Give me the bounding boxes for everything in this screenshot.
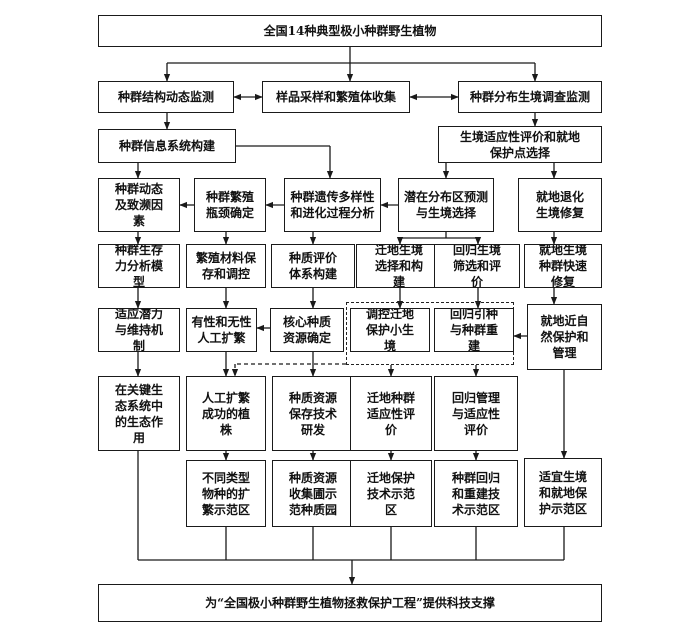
box-info-system: 种群信息系统构建 <box>98 129 236 163</box>
box-label: 有性和无性人工扩繁 <box>191 315 252 345</box>
box-label: 种群动态及致濒因素 <box>114 182 163 228</box>
box-migration-evaluation: 迁地种群适应性评价 <box>350 376 432 451</box>
box-label: 种群结构动态监测 <box>117 90 214 104</box>
box-label: 种群遗传多样性和进化过程分析 <box>290 190 375 220</box>
box-reintroduction: 回归引种与种群重建 <box>434 308 514 352</box>
box-adaptation: 适应潜力与维持机制 <box>98 308 180 352</box>
box-label: 就地近自然保护和管理 <box>540 314 589 360</box>
box-bottleneck: 种群繁殖瓶颈确定 <box>194 178 266 232</box>
box-artificial-propagation: 有性和无性人工扩繁 <box>186 308 257 352</box>
box-habitat-restoration: 就地生境种群快速修复 <box>524 244 602 288</box>
box-degraded-habitat: 就地退化生境修复 <box>518 178 602 232</box>
box-label: 迁地种群适应性评价 <box>366 390 415 437</box>
box-label: 在关键生态系统中的生态作用 <box>114 382 163 445</box>
box-successful-plants: 人工扩繁成功的植株 <box>186 376 266 451</box>
top-box: 全国14种典型极小种群野生植物 <box>98 15 602 47</box>
box-demo-migration: 迁地保护技术示范区 <box>350 460 432 527</box>
box-label: 潜在分布区预测与生境选择 <box>403 190 488 220</box>
box-label: 回归引种与种群重建 <box>449 308 498 352</box>
box-return-site: 回归生境筛选和评价 <box>434 244 520 288</box>
box-label: 就地生境种群快速修复 <box>538 244 587 288</box>
box-structure-monitoring: 种群结构动态监测 <box>98 81 234 113</box>
box-label: 迁地生境选择和构建 <box>374 244 423 288</box>
box-demo-propagation: 不同类型物种的扩繁示范区 <box>186 460 266 527</box>
box-propagation-storage: 繁殖材料保存和调控 <box>186 244 266 288</box>
box-label: 种群分布生境调查监测 <box>469 90 590 104</box>
box-near-natural: 就地近自然保护和管理 <box>527 304 602 370</box>
box-survival-model: 种群生存力分析模型 <box>98 244 180 288</box>
box-label: 适应潜力与维持机制 <box>114 308 163 352</box>
box-return-management: 回归管理与适应性评价 <box>434 376 518 451</box>
box-label: 迁地保护技术示范区 <box>366 470 415 517</box>
box-habitat-evaluation: 生境适应性评价和就地保护点选择 <box>438 126 602 163</box>
box-label: 种群繁殖瓶颈确定 <box>205 190 254 220</box>
box-genetics: 种群遗传多样性和进化过程分析 <box>284 178 381 232</box>
box-label: 就地退化生境修复 <box>535 190 584 220</box>
box-label: 繁殖材料保存和调控 <box>195 251 256 281</box>
box-label: 种群信息系统构建 <box>118 139 215 153</box>
box-label: 种质评价体系构建 <box>288 251 337 281</box>
box-label: 适宜生境和就地保护示范区 <box>538 469 587 516</box>
box-label: 核心种质资源确定 <box>282 315 331 345</box>
box-demo-inplace: 适宜生境和就地保护示范区 <box>524 458 602 527</box>
box-label: 人工扩繁成功的植株 <box>201 390 250 437</box>
box-label: 种群生存力分析模型 <box>114 244 163 288</box>
box-label: 种群回归和重建技术示范区 <box>451 470 500 517</box>
box-core-germplasm: 核心种质资源确定 <box>270 308 344 352</box>
box-label: 种质资源收集圃示范种质园 <box>288 470 337 517</box>
box-label: 回归管理与适应性评价 <box>451 390 500 437</box>
box-potential-distribution: 潜在分布区预测与生境选择 <box>398 178 494 232</box>
bottom-box: 为“全国极小种群野生植物拯救保护工程”提供科技支撑 <box>98 584 602 622</box>
box-label: 回归生境筛选和评价 <box>452 244 501 288</box>
box-label: 不同类型物种的扩繁示范区 <box>201 470 250 517</box>
top-box-label: 全国14种典型极小种群野生植物 <box>263 24 437 38</box>
box-label: 样品采样和繁殖体收集 <box>275 90 396 104</box>
box-demo-return: 种群回归和重建技术示范区 <box>434 460 518 527</box>
box-germplasm-evaluation: 种质评价体系构建 <box>271 244 355 288</box>
box-label: 生境适应性评价和就地保护点选择 <box>459 129 580 160</box>
box-distribution-survey: 种群分布生境调查监测 <box>458 81 602 113</box>
box-label: 调控迁地保护小生境 <box>365 308 414 352</box>
box-sampling: 样品采样和繁殖体收集 <box>262 81 410 113</box>
box-demo-garden: 种质资源收集圃示范种质园 <box>272 460 354 527</box>
box-migration-site: 迁地生境选择和构建 <box>356 244 442 288</box>
box-dynamics: 种群动态及致濒因素 <box>98 178 180 232</box>
box-micro-habitat: 调控迁地保护小生境 <box>350 308 430 352</box>
box-preservation-tech: 种质资源保存技术研发 <box>272 376 354 451</box>
bottom-box-label: 为“全国极小种群野生植物拯救保护工程”提供科技支撑 <box>205 596 495 610</box>
box-key-ecology: 在关键生态系统中的生态作用 <box>98 376 180 451</box>
box-label: 种质资源保存技术研发 <box>288 390 337 437</box>
